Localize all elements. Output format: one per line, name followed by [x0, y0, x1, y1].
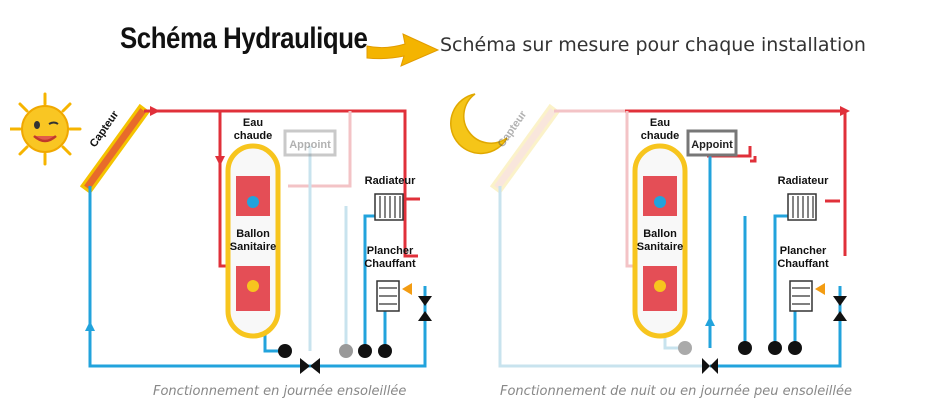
day-caption: Fonctionnement en journée ensoleillée: [153, 384, 407, 399]
night-diagram: Capteur Ballon Sanitaire Eau chaude Appo…: [450, 93, 850, 374]
day-diagram: Capteur Ballon Sanitaire chaude chaude E…: [10, 92, 432, 374]
floor-label-2: Chauffant: [777, 258, 829, 270]
tank: Ballon Sanitaire: [225, 143, 281, 339]
floor-heating: Plancher Chauffant: [777, 245, 829, 312]
tank-label-1: Ballon: [236, 228, 270, 240]
solar-collector: Capteur: [489, 103, 561, 195]
tank-label-2: Sanitaire: [230, 241, 276, 253]
backup-box: Appoint: [686, 129, 738, 157]
page-title: Schéma Hydraulique: [120, 22, 368, 55]
pump-icon: [278, 344, 392, 358]
valve-icon: [702, 296, 847, 374]
valve-icon: [300, 296, 432, 374]
radiator: Radiateur: [365, 175, 416, 221]
hot-water-label-1: Eau: [650, 117, 670, 129]
arrow-right-icon: [366, 33, 440, 67]
backup-box: Appoint: [283, 129, 337, 157]
floor-label-2: Chauffant: [364, 258, 416, 270]
backup-label: Appoint: [691, 139, 733, 151]
page-subtitle: Schéma sur mesure pour chaque installati…: [440, 34, 866, 56]
hot-water-label-1: chaude: [234, 130, 273, 142]
radiator: Radiateur: [778, 175, 829, 221]
moon-icon: [450, 93, 508, 155]
tank-label-1: Ballon: [643, 228, 677, 240]
floor-heating: Plancher Chauffant: [364, 245, 416, 312]
pump-icon: [678, 341, 802, 355]
tank: Ballon Sanitaire: [632, 143, 688, 339]
backup-label: Appoint: [289, 139, 331, 151]
radiator-label: Radiateur: [778, 175, 829, 187]
hot-water-label-1b: Eau: [243, 117, 263, 129]
tank-label-2: Sanitaire: [637, 241, 683, 253]
floor-label-1: Plancher: [780, 245, 827, 257]
night-caption: Fonctionnement de nuit ou en journée peu…: [500, 384, 853, 399]
hot-water-label-2: chaude: [641, 130, 680, 142]
radiator-label: Radiateur: [365, 175, 416, 187]
solar-collector: Capteur: [79, 103, 151, 195]
floor-label-1: Plancher: [367, 245, 414, 257]
sun-icon: [10, 92, 82, 166]
